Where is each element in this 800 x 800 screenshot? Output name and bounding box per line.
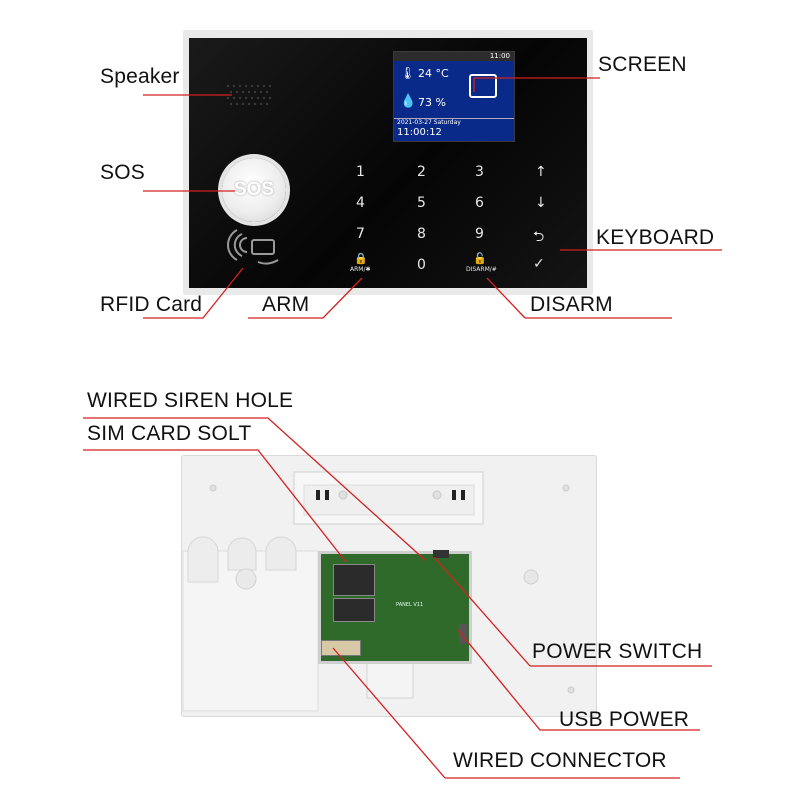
connector-leader (332, 647, 680, 779)
key-7[interactable]: 7 (356, 226, 365, 242)
key-disarm-caption: DISARM/# (466, 266, 497, 273)
sos-button[interactable]: SOS (222, 158, 286, 222)
usb-port (459, 624, 467, 644)
key-2[interactable]: 2 (417, 164, 426, 180)
label-sos: SOS (100, 161, 145, 184)
usb-leader (457, 629, 700, 731)
label-sim-card-slot: SIM CARD SOLT (87, 422, 252, 445)
lcd-date: 2021-03-27 Saturday (397, 119, 461, 126)
power-switch[interactable] (433, 550, 449, 558)
key-down[interactable]: ↓ (535, 195, 547, 211)
label-power-switch: POWER SWITCH (532, 640, 703, 663)
sim-leader (83, 449, 347, 563)
thermometer-icon: 🌡 (400, 66, 416, 80)
key-9[interactable]: 9 (475, 226, 484, 242)
label-usb-power: USB POWER (559, 708, 690, 731)
label-screen: SCREEN (598, 53, 687, 76)
key-arm-lock-icon[interactable]: 🔒 (354, 252, 368, 265)
lcd-temperature: 24 °C (418, 67, 449, 80)
siren-leader (83, 417, 426, 561)
key-4[interactable]: 4 (356, 195, 365, 211)
label-keyboard: KEYBOARD (596, 226, 715, 249)
rfid-leader (143, 267, 244, 319)
disarm-leader (486, 277, 526, 319)
circuit-board: PANEL V11 (318, 550, 472, 664)
sim-card-slot-2 (333, 598, 375, 622)
power-switch-leader (433, 556, 712, 667)
key-back[interactable]: ⮌ (533, 229, 545, 245)
lcd-humidity: 73 % (418, 96, 446, 109)
label-wired-siren-hole: WIRED SIREN HOLE (87, 389, 294, 412)
humidity-icon: 💧 (400, 94, 417, 109)
key-0[interactable]: 0 (417, 257, 426, 273)
key-3[interactable]: 3 (475, 164, 484, 180)
arm-leader (248, 277, 363, 319)
lock-status-icon (469, 74, 497, 98)
key-1[interactable]: 1 (356, 164, 365, 180)
key-confirm[interactable]: ✓ (533, 256, 545, 272)
key-6[interactable]: 6 (475, 195, 484, 211)
lcd-time: 11:00:12 (397, 127, 442, 138)
label-disarm: DISARM (530, 293, 613, 316)
key-5[interactable]: 5 (417, 195, 426, 211)
key-arm-caption: ARM/✱ (350, 266, 371, 273)
sos-button-text: SOS (233, 179, 275, 200)
key-disarm-unlock-icon[interactable]: 🔓 (473, 252, 487, 265)
label-arm: ARM (262, 293, 310, 316)
label-wired-connector: WIRED CONNECTOR (453, 749, 667, 772)
key-8[interactable]: 8 (417, 226, 426, 242)
sim-card-slot (333, 564, 375, 596)
screen-leader (473, 77, 600, 92)
lcd-screen: 11:00 🌡 24 °C 💧 73 % 2021-03-27 Saturday… (393, 51, 515, 142)
lcd-status-time: 11:00 (489, 52, 510, 60)
key-up[interactable]: ↑ (535, 164, 547, 180)
label-rfid-card: RFID Card (100, 293, 203, 316)
pcb-text: PANEL V11 (396, 602, 424, 608)
label-speaker: Speaker (100, 65, 180, 88)
wired-connector-block (321, 640, 361, 656)
